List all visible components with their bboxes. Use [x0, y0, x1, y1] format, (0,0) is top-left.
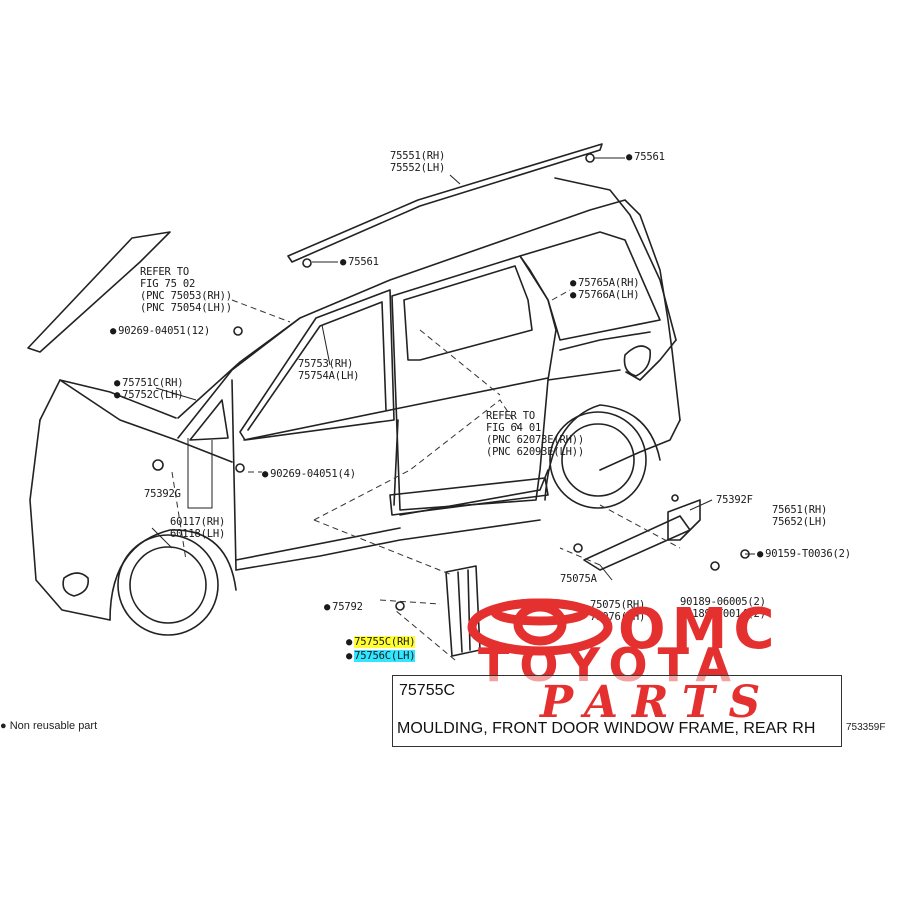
- label-part-75075a: 75075A: [560, 573, 597, 585]
- label-clip-top: 75561: [626, 151, 665, 163]
- label-highlight-lh: 75756C(LH): [346, 650, 416, 662]
- label-part-75392f: 75392F: [716, 494, 753, 506]
- label-bolt-1: 90269-04051(12): [110, 325, 210, 337]
- logo-parts: PARTS: [540, 677, 775, 728]
- label-roof-moulding: 75551(RH)75552(LH): [390, 150, 446, 174]
- footnote-non-reusable: ● Non reusable part: [0, 720, 98, 732]
- label-clip-mid: 75561: [340, 256, 379, 268]
- label-side-moulding: 75651(RH)75652(LH): [772, 504, 828, 528]
- part-description: MOULDING, FRONT DOOR WINDOW FRAME, REAR …: [397, 720, 816, 737]
- part-info-box: 75755C MOULDING, FRONT DOOR WINDOW FRAME…: [392, 675, 842, 747]
- logo-omc: OMC: [618, 597, 781, 662]
- part-code: 75755C: [399, 682, 456, 699]
- label-fender: 60117(RH)60118(LH): [170, 516, 226, 540]
- label-pillar-c: 75751C(RH)75752C(LH): [114, 377, 183, 401]
- label-rear-moulding: 75765A(RH)75766A(LH): [570, 277, 639, 301]
- label-pillar-moulding: 75753(RH)75754A(LH): [298, 358, 360, 382]
- label-highlight-rh: 75755C(RH): [346, 636, 416, 648]
- label-clip-90189: 90189-06005(2)90189-T0014(2): [680, 596, 766, 620]
- label-part-75392: 75392G: [144, 488, 181, 500]
- label-part-75792: 75792: [324, 601, 363, 613]
- label-bolt-2: 90269-04051(4): [262, 468, 356, 480]
- label-clip-90159: 90159-T0036(2): [757, 548, 851, 560]
- figure-code: 753359F: [846, 722, 886, 733]
